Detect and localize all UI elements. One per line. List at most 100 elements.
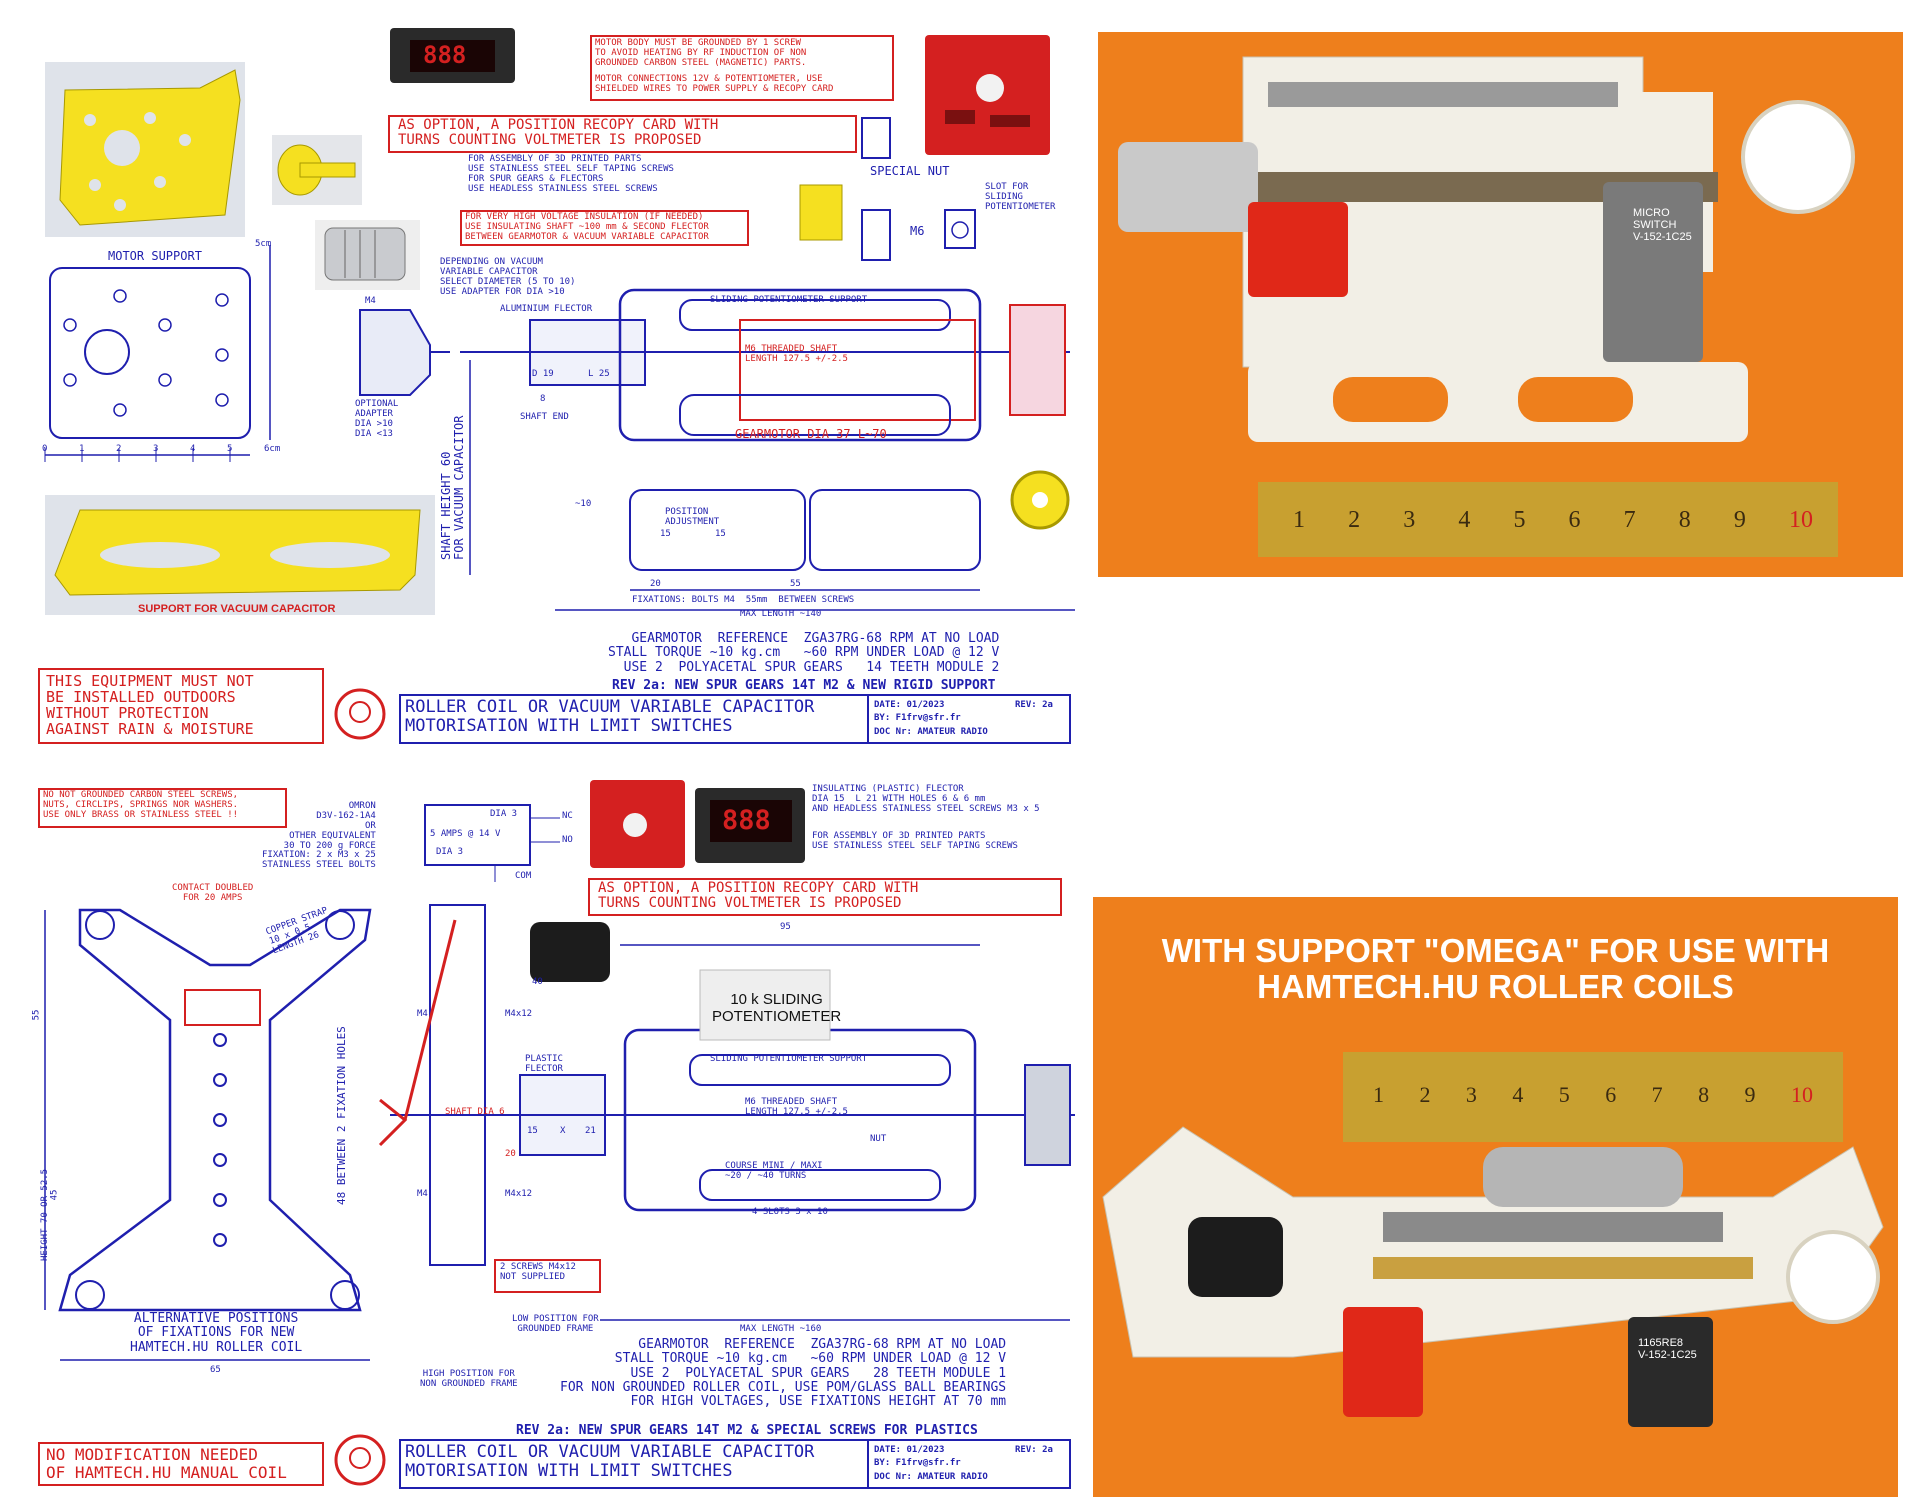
position-adjustment-line-2: ADJUSTMENT [665,516,720,527]
b-title-1: ROLLER COIL OR VACUUM VARIABLE CAPACITOR [405,1442,815,1462]
switch-label-3: V-152-1C25 [1633,231,1692,244]
slide-pot-bottom [1383,1212,1723,1242]
red-micro-switch [1248,202,1348,297]
switch-label-2: SWITCH [1633,219,1677,232]
pot-label-1: 10 k SLIDING [730,991,823,1008]
adj-dim-15b: 15 [715,529,726,539]
option-b-line-2: TURNS COUNTING VOLTMETER IS PROPOSED [598,895,902,912]
switch-rating: 5 AMPS @ 14 V [430,829,501,839]
plastic-flector-1: PLASTIC [525,1054,563,1064]
vacuum-capacitor-support-outline [618,288,982,442]
high-voltage-line-2: USE INSULATING SHAFT ~100 mm & SECOND FL… [465,221,709,232]
warning-ground-line-3: GROUNDED CARBON STEEL (MAGNETIC) PARTS. [595,57,807,68]
dim-65: 65 [210,1365,221,1375]
flector-dim-21: 21 [585,1126,596,1136]
m4x12-top: M4x12 [505,1009,533,1019]
b-spec-2: STALL TORQUE ~10 kg.cm ~60 RPM UNDER LOA… [614,1351,1007,1367]
ruler-v-labels: 5cm [255,239,272,249]
b-switch-label-1: 1165RE8 [1638,1337,1684,1349]
insulating-flector-photo [530,922,610,982]
recopy-option-box: AS OPTION, A POSITION RECOPY CARD WITH T… [388,115,857,153]
shaft-height-label: SHAFT HEIGHT 60 FOR VACUUM CAPACITOR [439,415,467,561]
option-line-1: AS OPTION, A POSITION RECOPY CARD WITH [398,117,719,133]
gearmotor-dia-label: GEARMOTOR DIA 37 L~70 [735,427,887,441]
photo-top-graphics [1118,56,1855,557]
sliding-potentiometer-photo [699,969,831,1041]
b-doc: DOC Nr: AMATEUR RADIO [874,1472,988,1482]
m6-shaft-b-2: LENGTH 127.5 +/-2.5 [745,1106,848,1117]
motor-support-outline [49,267,251,439]
sliding-pot-support-label-b: SLIDING POTENTIOMETER SUPPORT [710,1054,868,1064]
switch-spec-3: OR [364,820,376,831]
low-pos-2: GROUNDED FRAME [517,1323,594,1334]
b-date: DATE: 01/2023 [874,1445,945,1455]
flector-note-3: AND HEADLESS STAINLESS STEEL SCREWS M3 x… [812,803,1040,814]
bottom-drawing-graphics [44,780,1075,1489]
b-spec-4: FOR NON GROUNDED ROLLER COIL, USE POM/GL… [560,1379,1007,1395]
flector-dim-15: 15 [527,1126,538,1136]
depending-line-3: SELECT DIAMETER (5 TO 10) [440,276,576,287]
position-adjustment-slot [629,489,806,571]
adapter-line-2: ADAPTER [355,408,393,419]
author-logo-top [334,688,386,740]
m6-shaft-line-1: M6 THREADED SHAFT [745,344,838,354]
black-switch-bottom [1628,1317,1713,1427]
assembly-note-3: FOR SPUR GEARS & FLECTORS [468,173,604,184]
max-length-b: MAX LENGTH ~160 [740,1324,822,1334]
plastic-flector-2: FLECTOR [525,1063,563,1074]
option-b-line-1: AS OPTION, A POSITION RECOPY CARD WITH [598,880,919,896]
screws-warning-box: NO NOT GROUNDED CARBON STEEL SCREWS, NUT… [38,788,287,828]
m4x12-bottom: M4x12 [505,1189,533,1199]
adj-dim-15a: 15 [660,529,671,539]
special-nut-render [799,184,843,241]
switch-spec-5: 30 TO 200 g FORCE [283,840,376,851]
high-pos-2: NON GROUNDED FRAME [420,1378,518,1389]
top-title-line-1: ROLLER COIL OR VACUUM VARIABLE CAPACITOR [405,697,815,717]
position-adjustment-line-1: POSITION [665,507,709,517]
m4-top: M4 [417,1009,428,1019]
special-nut-label: SPECIAL NUT [870,164,950,178]
b-rev-note: REV 2a: NEW SPUR GEARS 14T M2 & SPECIAL … [516,1423,978,1438]
adj-dim-55: 55 [790,579,801,589]
switch-label-1: MICRO [1633,207,1670,219]
flector-8: 8 [540,394,546,404]
slots-label: 4 SLOTS 3 x 10 [752,1207,828,1217]
white-spur-gear [1741,100,1855,214]
photo-bottom-graphics [1102,1052,1884,1427]
measuring-ruler [1258,482,1838,557]
m6-shaft-line-2: LENGTH 127.5 +/-2.5 [745,353,848,364]
top-title-line-2: MOTORISATION WITH LIMIT SWITCHES [405,715,733,736]
assembly-note-b2: USE STAINLESS STEEL SELF TAPING SCREWS [812,840,1018,851]
alt-1: ALTERNATIVE POSITIONS [133,1311,299,1326]
sliding-potentiometer-support-drawing [679,299,951,331]
top-doc: DOC Nr: AMATEUR RADIO [874,727,988,737]
course-1: COURSE MINI / MAXI [725,1161,823,1171]
warning-ground-line-1: MOTOR BODY MUST BE GROUNDED BY 1 SCREW [595,38,801,48]
adj-dim-10: ~10 [575,499,592,509]
high-voltage-line-1: FOR VERY HIGH VOLTAGE INSULATION (IF NEE… [465,212,704,222]
top-spec-line-3: USE 2 POLYACETAL SPUR GEARS 14 TEETH MOD… [623,659,1000,675]
aluminium-flector-photo [324,227,406,281]
switch-spec-7: STAINLESS STEEL BOLTS [262,860,376,871]
depending-line-2: VARIABLE CAPACITOR [440,266,538,277]
depending-line-1: DEPENDING ON VACUUM [440,257,543,267]
b-by: BY: F1frv@sfr.fr [874,1458,961,1468]
special-nut-drawing [861,117,891,159]
motor-support-3d-render [59,69,241,226]
contact-doubled-2: FOR 20 AMPS [182,892,243,903]
dim-95: 95 [780,922,791,932]
nut-label: NUT [870,1134,887,1144]
b-switch-label-2: V-152-1C25 [1638,1349,1697,1362]
slot-line-3: POTENTIOMETER [985,201,1056,212]
top-spec-line-2: STALL TORQUE ~10 kg.cm ~60 RPM UNDER LOA… [608,645,1000,661]
grey-micro-switch [1603,182,1703,362]
screws-line-3: USE ONLY BRASS OR STAINLESS STEEL !! [43,809,239,820]
voltmeter-display-bottom: 888 [722,805,771,836]
motor-coupler [1118,142,1258,232]
spur-gear-drawing-bottom [1024,1064,1071,1166]
fixation-holes-label: 48 BETWEEN 2 FIXATION HOLES [335,1026,348,1205]
recopy-option-box-bottom: AS OPTION, A POSITION RECOPY CARD WITH T… [588,878,1062,916]
slot-line-1: SLOT FOR [985,182,1029,192]
